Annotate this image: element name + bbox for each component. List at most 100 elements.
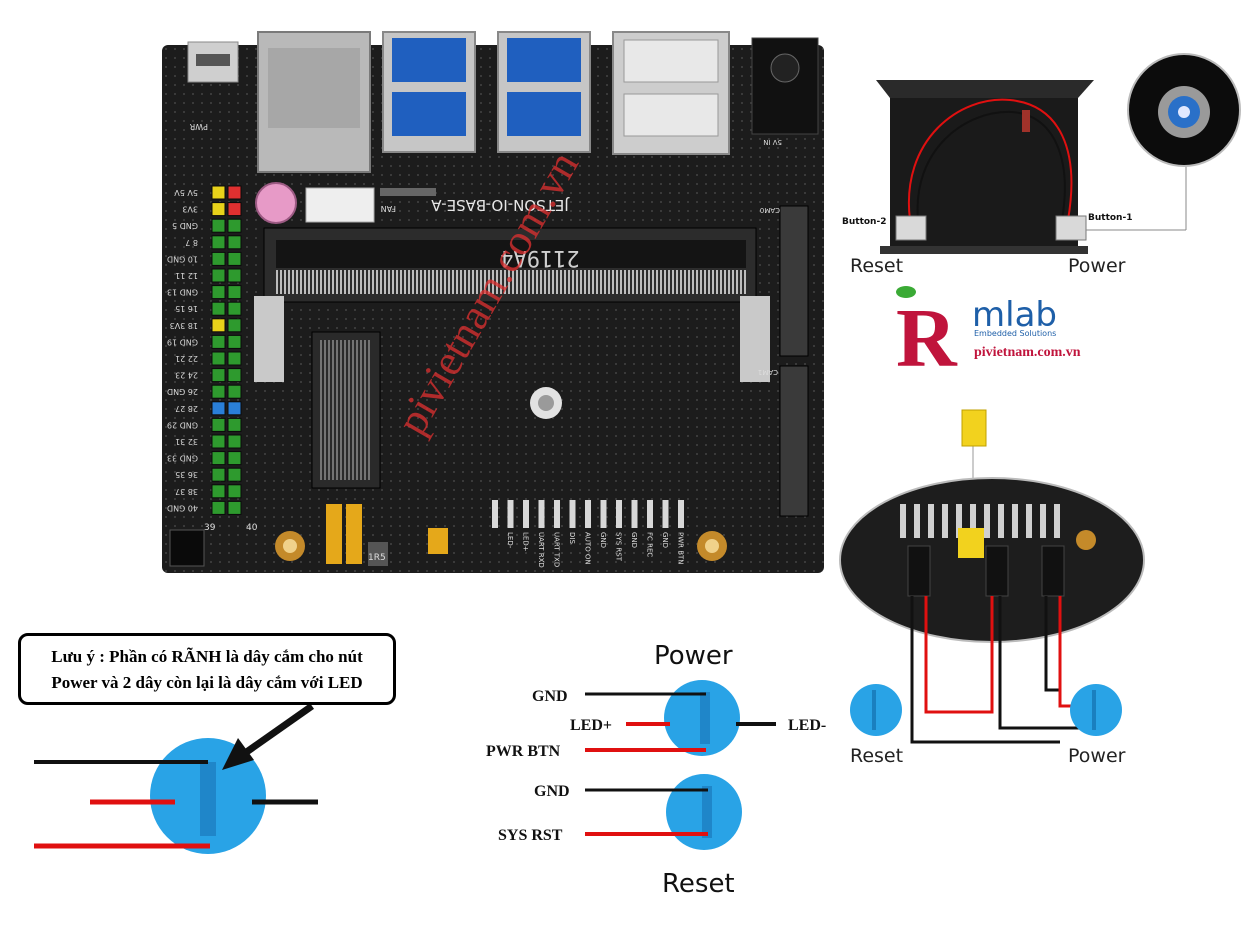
header-pin-label: 16 15 (175, 304, 198, 313)
header-pin (211, 384, 226, 399)
header-pin-label: 26 GND (167, 387, 198, 396)
function-pin-header (492, 500, 684, 528)
header-pin (211, 368, 226, 383)
header-pin-label: 24 23 (175, 371, 198, 380)
header-pin-end-label: 40 (246, 523, 258, 533)
function-pin-label: PWR BTN (677, 532, 685, 565)
function-pin (616, 500, 622, 528)
header-pin-label: 22 21 (175, 354, 198, 363)
case-photo: Button-2 Button-1 Reset Power (842, 53, 1241, 277)
function-pin (631, 500, 638, 528)
header-pin (227, 384, 242, 399)
header-pin (227, 484, 242, 499)
5v-in-silk-label: 5V IN (763, 138, 782, 146)
header-pin (227, 318, 242, 333)
header-pin-label: 18 3V3 (170, 321, 198, 330)
led-minus-label: LED- (788, 717, 826, 734)
fan-silk-label: FAN (381, 204, 396, 213)
header-pin-label: 8 7 (185, 238, 198, 247)
zoom-pin (914, 504, 920, 538)
function-pin (569, 500, 576, 528)
button1-label: Button-1 (1088, 213, 1132, 223)
function-pin-label: GND (630, 532, 638, 548)
header-pin (227, 401, 242, 416)
gnd-label-1: GND (532, 688, 568, 705)
header-pin (227, 235, 242, 250)
header-pin-label: 36 35 (175, 470, 198, 479)
header-pin (227, 202, 242, 217)
header-pin (211, 268, 226, 283)
wiring-diagram: Power GND LED+ LED- PWR BTN GND SYS RST … (486, 641, 826, 899)
header-pin (227, 185, 242, 200)
header-pin (211, 451, 226, 466)
header-pin (211, 218, 226, 233)
function-pin-label: LED+ (522, 532, 530, 552)
header-pin-label: 40 GND (167, 503, 198, 512)
header-pin-start-label: 39 (204, 523, 216, 533)
module-label: 2119A4 (500, 245, 579, 270)
header-pin (227, 451, 242, 466)
function-pin-label: GND (661, 532, 669, 548)
header-pin (211, 301, 226, 316)
function-pin (554, 500, 560, 528)
header-pin (227, 500, 242, 515)
logo-tagline: Embedded Solutions (974, 329, 1056, 338)
button2-label: Button-2 (842, 217, 886, 227)
rmlab-logo: R mlab Embedded Solutions pivietnam.com.… (892, 286, 1081, 385)
function-pin-label: GND (599, 532, 607, 548)
function-pin-label: SYS RST (615, 532, 623, 562)
function-pin-label: AUTO ON (584, 532, 592, 565)
zoom-pin (956, 504, 962, 538)
header-pin (227, 434, 242, 449)
header-pin (211, 467, 226, 482)
header-pin (227, 218, 242, 233)
button-illustration (34, 703, 318, 854)
function-pin-label: UART RXD (537, 532, 545, 568)
cam0-silk-label: CAM0 (760, 206, 780, 214)
logo-site: pivietnam.com.vn (974, 345, 1081, 360)
led-plus-label: LED+ (570, 717, 612, 734)
header-pin (211, 434, 226, 449)
function-pin (492, 500, 498, 528)
header-pin (227, 368, 242, 383)
board-name-label: JETSON-IO-BASE-A (431, 196, 570, 214)
gpio-header (211, 185, 242, 515)
zoom-pin (1054, 504, 1060, 538)
header-pin (211, 500, 226, 515)
pwr-silk-label: PWR (189, 122, 208, 131)
case-power-label: Power (1068, 255, 1126, 277)
gnd-label-2: GND (534, 783, 570, 800)
header-pin-label: 32 31 (175, 437, 198, 446)
zoom-reset-label: Reset (850, 745, 903, 767)
header-pin (211, 185, 226, 200)
header-pin (227, 251, 242, 266)
function-pin (678, 500, 684, 528)
function-pin (600, 500, 607, 528)
function-pin (647, 500, 653, 528)
header-pin-label: GND 13 (167, 288, 198, 297)
header-pin (211, 351, 226, 366)
logo-brand: mlab (972, 295, 1057, 335)
wiring-power-title: Power (654, 641, 733, 671)
case-reset-label: Reset (850, 255, 903, 277)
function-pin-label: LED- (506, 532, 514, 549)
function-pin-label: DIS (568, 532, 576, 544)
function-pin (507, 500, 514, 528)
header-pin (227, 351, 242, 366)
note-line-2: Power và 2 dây còn lại là dây cắm với LE… (51, 673, 363, 692)
function-pin-label: FC REC (646, 532, 654, 557)
header-pin (211, 417, 226, 432)
header-pin-label: 10 GND (167, 254, 198, 263)
zoom-pin (984, 504, 990, 538)
header-pin-label: 38 37 (175, 487, 198, 496)
sys-rst-label: SYS RST (498, 827, 563, 844)
zoom-pin (1012, 504, 1018, 538)
wiring-reset-title: Reset (662, 869, 735, 899)
note-line-1: Lưu ý : Phần có RÃNH là dây cắm cho nút (51, 647, 363, 666)
function-pin (523, 500, 529, 528)
header-pin (227, 334, 242, 349)
inductor-label: 1R5 (368, 553, 386, 563)
